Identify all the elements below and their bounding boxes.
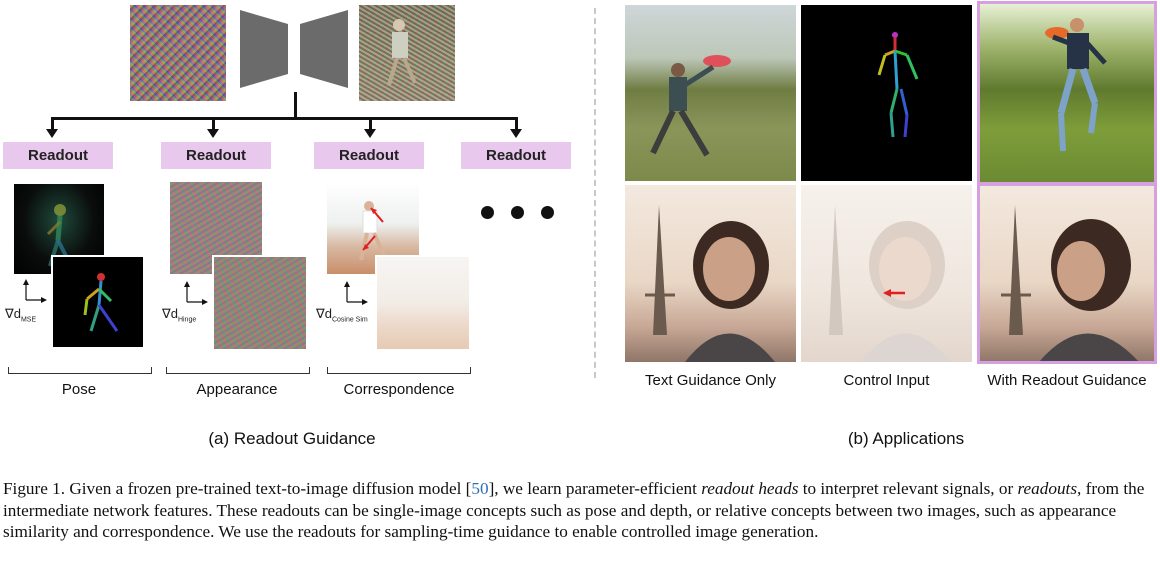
- readout-box-appearance: Readout: [161, 142, 271, 169]
- connector-drop-3: [369, 117, 372, 131]
- category-label-appearance: Appearance: [196, 381, 278, 398]
- axes-icon-correspondence: [344, 281, 368, 305]
- bracket-pose: [8, 367, 152, 374]
- bracket-appearance: [166, 367, 310, 374]
- highlight-frame-bottom: [977, 183, 1157, 364]
- readout-box-more: Readout: [461, 142, 571, 169]
- person-silhouette-icon: [387, 19, 417, 86]
- axes-icon-appearance: [184, 281, 208, 305]
- readout-box-correspondence: Readout: [314, 142, 424, 169]
- highlight-frame-top: [977, 1, 1157, 185]
- portrait-turned-figure: [1001, 205, 1139, 362]
- category-label-correspondence: Correspondence: [343, 381, 455, 398]
- diffusion-model-icon: [240, 10, 348, 88]
- correspondence-target-image: [375, 255, 471, 351]
- pose-target-skeleton: [83, 273, 119, 332]
- connector-bar: [51, 117, 518, 120]
- bracket-correspondence: [327, 367, 471, 374]
- correspondence-arrows: [359, 201, 387, 261]
- category-label-pose: Pose: [61, 381, 97, 398]
- axes-icon-pose: [23, 279, 47, 303]
- arrow-head-4: [510, 129, 522, 138]
- panel-a-caption: (a) Readout Guidance: [208, 429, 376, 448]
- loss-label-cosine: ∇dCosine Sim: [316, 306, 368, 324]
- arrow-head-2: [207, 129, 219, 138]
- loss-label-hinge: ∇dHinge: [162, 306, 197, 324]
- column-label-readout-guidance: With Readout Guidance: [987, 372, 1147, 389]
- appearance-target-image: [212, 255, 308, 351]
- frisbee-jump-figure: [1045, 18, 1107, 152]
- connector-drop-2: [212, 117, 215, 131]
- portrait-woman-figure: [645, 205, 775, 362]
- arrow-head-1: [46, 129, 58, 138]
- connector-drop-4: [515, 117, 518, 131]
- loss-label-mse: ∇dMSE: [5, 306, 37, 324]
- pose-control-input-image: [801, 5, 972, 181]
- panel-b-caption: (b) Applications: [847, 429, 965, 448]
- connector-trunk: [294, 92, 297, 118]
- panel-divider: [594, 8, 596, 378]
- ellipsis-dot-1: [481, 206, 494, 219]
- connector-drop-1: [51, 117, 54, 131]
- noisy-input-image: [130, 5, 226, 101]
- ellipsis-dot-2: [511, 206, 524, 219]
- readout-box-pose: Readout: [3, 142, 113, 169]
- column-label-control-input: Control Input: [843, 372, 930, 389]
- citation-link[interactable]: 50: [471, 479, 489, 498]
- pose-skeleton-control: [877, 32, 919, 138]
- figure-caption: Figure 1. Given a frozen pre-trained tex…: [3, 479, 1145, 541]
- appearance-readout-image: [168, 180, 264, 276]
- arrow-head-3: [364, 129, 376, 138]
- frisbee-man-figure: [650, 55, 731, 157]
- portrait-control-figure: [829, 205, 951, 362]
- column-label-text-guidance: Text Guidance Only: [645, 372, 776, 389]
- ellipsis-dot-3: [541, 206, 554, 219]
